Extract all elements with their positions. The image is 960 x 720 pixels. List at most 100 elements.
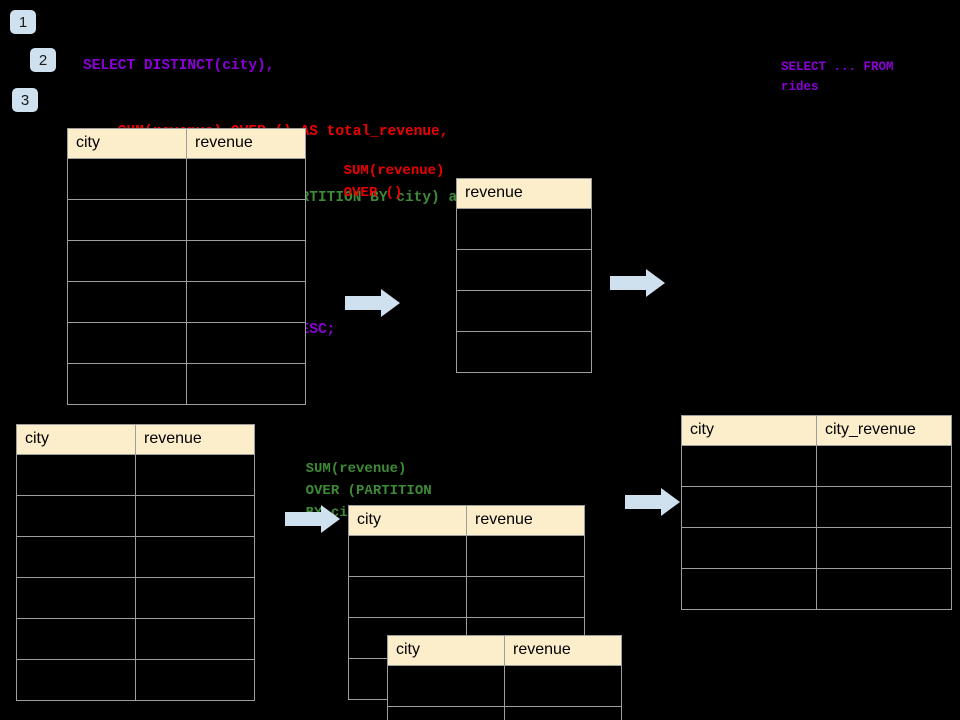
arrow-source-to-total xyxy=(345,288,401,318)
cell-revenue xyxy=(466,535,585,577)
sql-line-1: SELECT DISTINCT(city), xyxy=(83,58,275,74)
cell-city xyxy=(16,577,136,619)
annotation-over-partition-line-1: SUM(revenue) xyxy=(305,461,407,477)
cell-city xyxy=(67,363,187,405)
cell-city xyxy=(16,495,136,537)
cell-city xyxy=(348,576,467,618)
table-row xyxy=(456,249,592,291)
cell-city xyxy=(67,322,187,364)
side-note-line-1: SELECT ... FROM xyxy=(781,60,894,74)
cell-city xyxy=(16,659,136,701)
table-row xyxy=(387,706,622,720)
cell-revenue xyxy=(186,281,306,323)
cell-revenue xyxy=(186,363,306,405)
column-header-city: city xyxy=(16,424,136,455)
cell-revenue xyxy=(135,536,255,578)
column-header-revenue: revenue xyxy=(466,505,585,536)
cell-revenue xyxy=(135,618,255,660)
table-final-city-revenue: city city_revenue xyxy=(681,415,952,610)
cell-revenue xyxy=(135,577,255,619)
cell-revenue xyxy=(456,290,592,332)
table-row xyxy=(387,665,622,707)
table-header-row: city revenue xyxy=(16,424,255,455)
step-badge-1: 1 xyxy=(10,10,36,34)
cell-revenue xyxy=(186,240,306,282)
annotation-over-partition-line-2: OVER (PARTITION xyxy=(305,483,432,499)
side-note-select-from: SELECT ... FROM rides xyxy=(751,37,894,117)
column-header-city: city xyxy=(67,128,187,159)
cell-revenue xyxy=(186,199,306,241)
table-row xyxy=(348,576,585,618)
table-row xyxy=(67,240,306,282)
step-badge-2: 2 xyxy=(30,48,56,72)
cell-city-revenue xyxy=(816,527,952,569)
column-header-revenue: revenue xyxy=(504,635,622,666)
cell-revenue xyxy=(466,576,585,618)
cell-city xyxy=(16,618,136,660)
table-row xyxy=(67,199,306,241)
table-row xyxy=(456,208,592,250)
table-header-row: city city_revenue xyxy=(681,415,952,446)
cell-city xyxy=(387,665,505,707)
table-rides-source-bottom: city revenue xyxy=(16,424,255,701)
table-row xyxy=(67,363,306,405)
table-row xyxy=(67,281,306,323)
table-row xyxy=(456,331,592,373)
table-rides-source-top: city revenue xyxy=(67,128,306,405)
column-header-revenue: revenue xyxy=(186,128,306,159)
cell-city xyxy=(16,454,136,496)
cell-revenue xyxy=(186,322,306,364)
annotation-over-empty-line-2: OVER () xyxy=(343,185,403,201)
cell-city xyxy=(348,535,467,577)
column-header-revenue: revenue xyxy=(135,424,255,455)
cell-revenue xyxy=(456,208,592,250)
column-header-city: city xyxy=(681,415,817,446)
table-row xyxy=(16,659,255,701)
side-note-line-2: rides xyxy=(781,80,819,94)
table-partition-group-front: city revenue xyxy=(387,635,622,720)
column-header-city: city xyxy=(387,635,505,666)
table-row xyxy=(16,618,255,660)
arrow-partition-to-final xyxy=(625,487,681,517)
cell-revenue xyxy=(504,706,622,720)
table-header-row: city revenue xyxy=(348,505,585,536)
cell-city xyxy=(681,568,817,610)
column-header-city-revenue: city_revenue xyxy=(816,415,952,446)
table-row xyxy=(16,536,255,578)
cell-revenue xyxy=(186,158,306,200)
cell-city xyxy=(67,158,187,200)
cell-city-revenue xyxy=(816,486,952,528)
step-badge-3: 3 xyxy=(12,88,38,112)
table-header-row: revenue xyxy=(456,178,592,209)
cell-revenue xyxy=(135,659,255,701)
table-row xyxy=(16,577,255,619)
arrow-total-to-final xyxy=(610,268,666,298)
table-row xyxy=(456,290,592,332)
table-header-row: city revenue xyxy=(67,128,306,159)
table-total-revenue: revenue xyxy=(456,178,592,373)
cell-revenue xyxy=(504,665,622,707)
annotation-over-empty: SUM(revenue) OVER () xyxy=(310,138,445,226)
table-row xyxy=(67,158,306,200)
cell-city-revenue xyxy=(816,445,952,487)
table-header-row: city revenue xyxy=(387,635,622,666)
table-row xyxy=(681,568,952,610)
table-row xyxy=(16,495,255,537)
table-row xyxy=(16,454,255,496)
table-row xyxy=(348,535,585,577)
cell-revenue xyxy=(135,454,255,496)
cell-revenue xyxy=(456,331,592,373)
column-header-revenue: revenue xyxy=(456,178,592,209)
cell-city xyxy=(67,199,187,241)
cell-revenue xyxy=(135,495,255,537)
cell-city xyxy=(681,445,817,487)
cell-city xyxy=(387,706,505,720)
annotation-over-empty-line-1: SUM(revenue) xyxy=(343,163,445,179)
cell-city xyxy=(67,240,187,282)
table-row xyxy=(67,322,306,364)
cell-city xyxy=(681,527,817,569)
table-row xyxy=(681,527,952,569)
table-row xyxy=(681,486,952,528)
arrow-source-to-partition xyxy=(285,504,341,534)
